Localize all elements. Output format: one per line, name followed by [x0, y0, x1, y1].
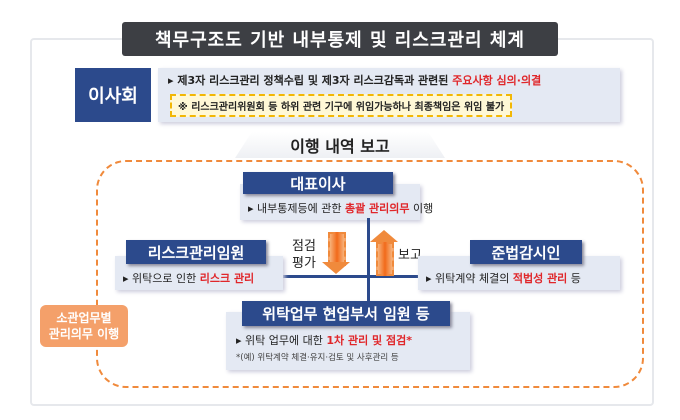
down-arrow-icon [328, 232, 346, 266]
dept-footnote: *(예) 위탁계약 체결·유지·검토 및 사후관리 등 [236, 353, 399, 363]
down-arrowhead-icon [322, 262, 350, 274]
ceo-header: 대표이사 [243, 172, 393, 194]
compliance-duty-suffix: 등 [567, 272, 581, 285]
compliance-duty: ▸ 위탁계약 체결의 적법성 관리 등 [426, 272, 581, 285]
board-note: ※ 리스크관리위원회 등 하위 관련 기구에 위임가능하나 최종책임은 위임 불… [170, 94, 513, 117]
compliance-header: 준법감시인 [470, 240, 582, 264]
dashed-scope-border [96, 160, 644, 388]
ceo-duty-suffix: 이행 [409, 202, 434, 215]
side-line1: 소관업무별 [56, 311, 112, 325]
vertical-connector [367, 218, 370, 310]
risk-duty-text: 위탁으로 인한 [132, 272, 200, 285]
dept-duty-text: 위탁 업무에 대한 [245, 334, 327, 347]
report-banner: 이행 내역 보고 [235, 132, 445, 158]
side-line2: 관리의무 이행 [48, 327, 120, 341]
compliance-panel: ▸ 위탁계약 체결의 적법성 관리 등 [418, 256, 620, 290]
risk-header: 리스크관리임원 [126, 240, 266, 264]
ceo-duty: ▸ 내부통제등에 관한 총괄 관리의무 이행 [248, 202, 434, 215]
risk-duty: ▸ 위탁으로 인한 리스크 관리 [123, 272, 255, 285]
up-arrow-icon [376, 242, 394, 276]
dept-header: 위탁업무 현업부서 임원 등 [242, 301, 450, 326]
board-header: 이사회 [75, 68, 151, 122]
dept-duty-highlight: 1차 관리 및 점검* [326, 334, 412, 347]
board-duty-highlight: 주요사항 심의·의결 [452, 74, 542, 87]
ceo-duty-text: 내부통제등에 관한 [257, 202, 345, 215]
compliance-duty-highlight: 적법성 관리 [512, 272, 568, 285]
board-duty-text: 제3자 리스크관리 정책수립 및 제3자 리스크감독과 관련된 [177, 74, 453, 87]
report-label: 보고 [398, 248, 422, 263]
compliance-duty-text: 위탁계약 체결의 [435, 272, 513, 285]
board-panel: ▸ 제3자 리스크관리 정책수립 및 제3자 리스크감독과 관련된 주요사항 심… [158, 68, 620, 122]
risk-duty-highlight: 리스크 관리 [199, 272, 255, 285]
diagram-title: 책무구조도 기반 내부통제 및 리스크관리 체계 [122, 22, 558, 56]
up-arrowhead-icon [370, 230, 398, 242]
dept-duty: ▸ 위탁 업무에 대한 1차 관리 및 점검* [236, 334, 412, 347]
check-label: 점검 [292, 239, 316, 254]
evaluate-label: 평가 [292, 256, 316, 271]
board-duty: ▸ 제3자 리스크관리 정책수립 및 제3자 리스크감독과 관련된 주요사항 심… [168, 74, 542, 87]
ceo-duty-highlight: 총괄 관리의무 [344, 202, 410, 215]
horizontal-connector [280, 275, 420, 278]
